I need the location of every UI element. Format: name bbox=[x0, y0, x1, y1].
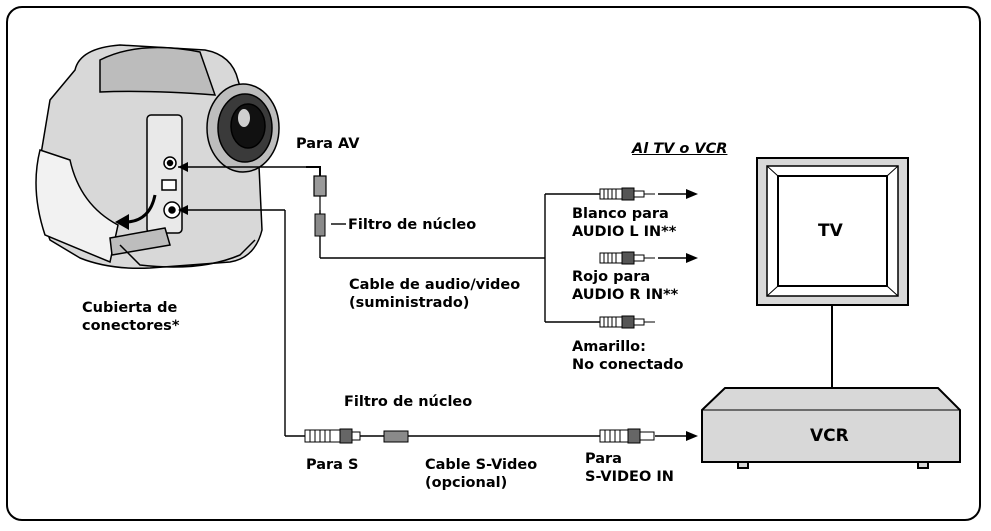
rca-plug-red bbox=[599, 251, 655, 265]
label-vcr: VCR bbox=[810, 426, 849, 446]
label-filtro-svideo: Filtro de núcleo bbox=[344, 394, 473, 410]
label-filtro-av: Filtro de núcleo bbox=[348, 217, 477, 233]
camcorder-illustration bbox=[35, 44, 280, 270]
svideo-plug-camera bbox=[304, 428, 361, 444]
arrow-svideo-to-vcr bbox=[686, 431, 698, 441]
label-amarillo: Amarillo: No conectado bbox=[572, 339, 684, 373]
label-cable-s: Cable S-Video (opcional) bbox=[425, 457, 538, 491]
vcr-illustration bbox=[701, 387, 961, 469]
label-cable-av: Cable de audio/video (suministrado) bbox=[349, 277, 521, 311]
svideo-plug-vcr bbox=[599, 428, 655, 444]
tv-illustration bbox=[756, 157, 909, 306]
svideo-arrow-camera bbox=[178, 205, 188, 215]
core-filter-svideo bbox=[383, 430, 409, 443]
label-cubierta: Cubierta de conectores* bbox=[82, 300, 180, 334]
label-para-av: Para AV bbox=[296, 136, 360, 152]
arrow-white-to-tv bbox=[658, 189, 698, 199]
core-filter-av bbox=[314, 213, 326, 237]
rca-plug-yellow bbox=[599, 315, 655, 329]
label-al-tv-vcr: Al TV o VCR bbox=[632, 141, 728, 157]
label-rojo: Rojo para AUDIO R IN** bbox=[572, 269, 679, 303]
label-tv: TV bbox=[818, 221, 843, 241]
label-blanco: Blanco para AUDIO L IN** bbox=[572, 206, 677, 240]
arrow-red-to-tv bbox=[658, 253, 698, 263]
av-plug bbox=[178, 162, 327, 210]
label-para-svideo: Para S-VIDEO IN bbox=[585, 451, 674, 485]
rca-plug-white bbox=[599, 187, 655, 201]
label-para-s: Para S bbox=[306, 457, 359, 473]
diagram-frame bbox=[6, 6, 981, 521]
